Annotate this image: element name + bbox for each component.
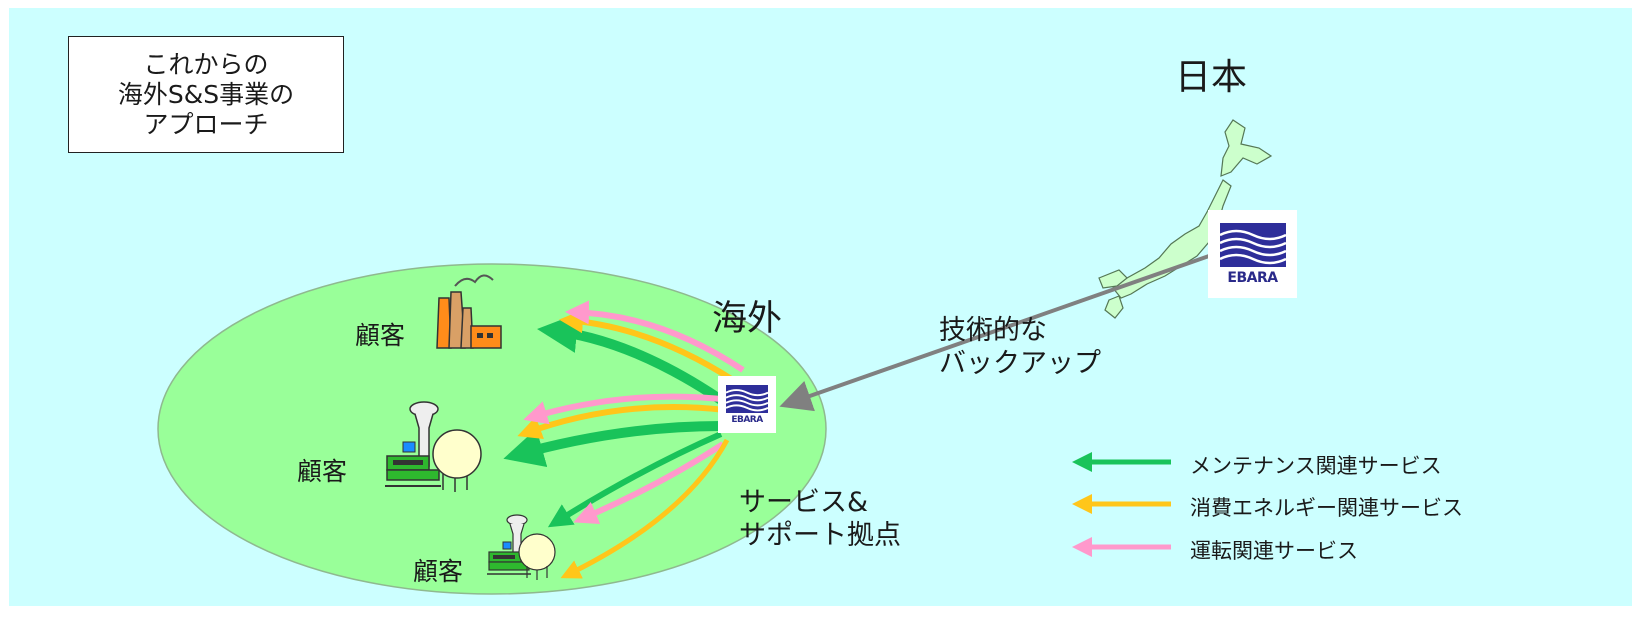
ebara-logo-japan: EBARA [1208, 210, 1297, 298]
customer-label-2: 顧客 [297, 457, 348, 486]
title-line-2: 海外S&S事業の [117, 79, 295, 109]
operation-arrow-2 [523, 393, 732, 425]
ebara-wave-icon [726, 384, 768, 413]
title-line-1: これからの [143, 49, 269, 79]
service-base-label-line-2: サポート拠点 [739, 520, 901, 551]
energy-arrow-2 [517, 404, 726, 440]
backup-arrow [779, 254, 1210, 412]
backup-label-line-1: 技術的な [939, 315, 1047, 346]
ebara-wordmark: EBARA [1227, 269, 1278, 286]
customer-label-3: 顧客 [413, 557, 464, 586]
ebara-wordmark: EBARA [731, 414, 763, 425]
japan-label: 日本 [1175, 57, 1248, 98]
small-plant-icon [487, 514, 556, 580]
title-box: これからの 海外S&S事業の アプローチ [68, 36, 344, 153]
customer-label-1: 顧客 [355, 321, 406, 350]
factory-icon [436, 274, 502, 349]
title-line-3: アプローチ [143, 109, 269, 139]
operation-arrow-1 [565, 300, 745, 373]
overseas-region [157, 263, 827, 595]
plant-icon [385, 401, 482, 492]
energy-arrow-3 [560, 438, 730, 579]
diagram-canvas: これからの 海外S&S事業の アプローチ 日本 海外 技術的な バックアップ サ… [9, 8, 1632, 606]
legend-label-energy: 消費エネルギー関連サービス [1190, 496, 1463, 520]
legend-label-operation: 運転関連サービス [1190, 539, 1358, 563]
service-base-label-line-1: サービス& [739, 487, 869, 518]
maintenance-arrow-3 [547, 431, 723, 528]
backup-label-line-2: バックアップ [939, 348, 1101, 379]
maintenance-arrow-2 [503, 421, 722, 468]
overseas-label: 海外 [712, 299, 783, 339]
diagram-graphics [157, 119, 1273, 595]
ebara-wave-icon [1219, 222, 1286, 267]
operation-arrow-3 [573, 441, 725, 525]
ebara-logo-overseas: EBARA [718, 376, 776, 433]
legend-label-maintenance: メンテナンス関連サービス [1190, 454, 1442, 478]
